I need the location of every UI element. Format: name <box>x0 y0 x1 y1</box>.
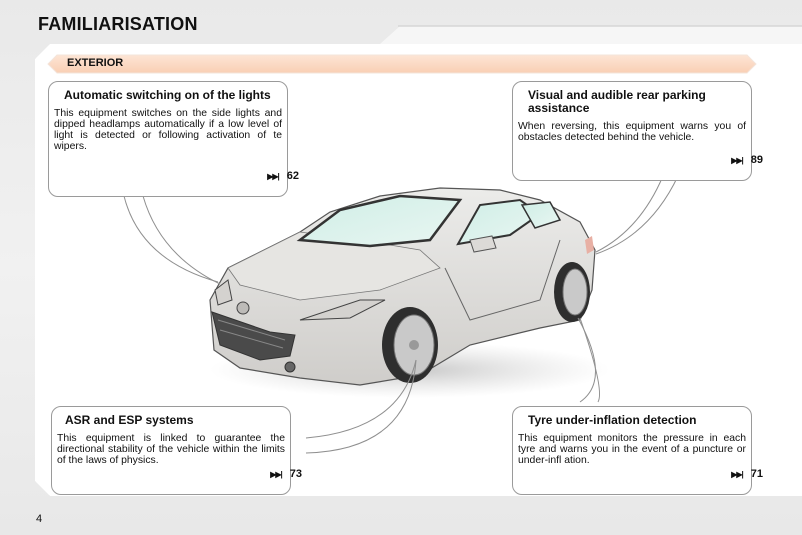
callout-title: Visual and audible rear parking assistan… <box>528 88 706 115</box>
page-reference[interactable]: ▶▶| 62 <box>267 170 299 182</box>
callout-title: Automatic switching on of the lights <box>64 88 271 102</box>
callout-body: When reversing, this equipment warns you… <box>518 121 746 143</box>
page-reference[interactable]: ▶▶| 71 <box>731 468 763 480</box>
page-ref-number: 71 <box>750 468 763 480</box>
callout-body: This equipment is linked to guarantee th… <box>57 433 285 466</box>
callout-body: This equipment monitors the pressure in … <box>518 433 746 466</box>
callout-auto-lights: Automatic switching on of the lights Thi… <box>48 81 299 197</box>
page-ref-number: 89 <box>750 154 763 166</box>
page-reference[interactable]: ▶▶| 73 <box>270 468 302 480</box>
header-decoration <box>380 25 802 44</box>
page-ref-number: 62 <box>286 170 299 182</box>
callout-title: ASR and ESP systems <box>65 413 194 427</box>
skip-forward-icon: ▶▶| <box>731 155 744 165</box>
skip-forward-icon: ▶▶| <box>270 469 283 479</box>
page-number: 4 <box>36 513 43 525</box>
page-title: FAMILIARISATION <box>38 14 198 34</box>
skip-forward-icon: ▶▶| <box>731 469 744 479</box>
callout-title: Tyre under-inflation detection <box>528 413 697 427</box>
page-reference[interactable]: ▶▶| 89 <box>731 154 763 166</box>
callout-body: This equipment switches on the side ligh… <box>54 108 282 152</box>
skip-forward-icon: ▶▶| <box>267 171 280 181</box>
callout-rear-parking: Visual and audible rear parking assistan… <box>512 81 763 181</box>
callout-tyre-pressure: Tyre under-inflation detection This equi… <box>512 406 763 495</box>
section-banner: EXTERIOR <box>47 54 757 74</box>
section-label: EXTERIOR <box>67 57 124 69</box>
callout-asr-esp: ASR and ESP systems This equipment is li… <box>51 406 302 495</box>
page-ref-number: 73 <box>289 468 302 480</box>
banner-arrow-shape <box>47 54 757 74</box>
